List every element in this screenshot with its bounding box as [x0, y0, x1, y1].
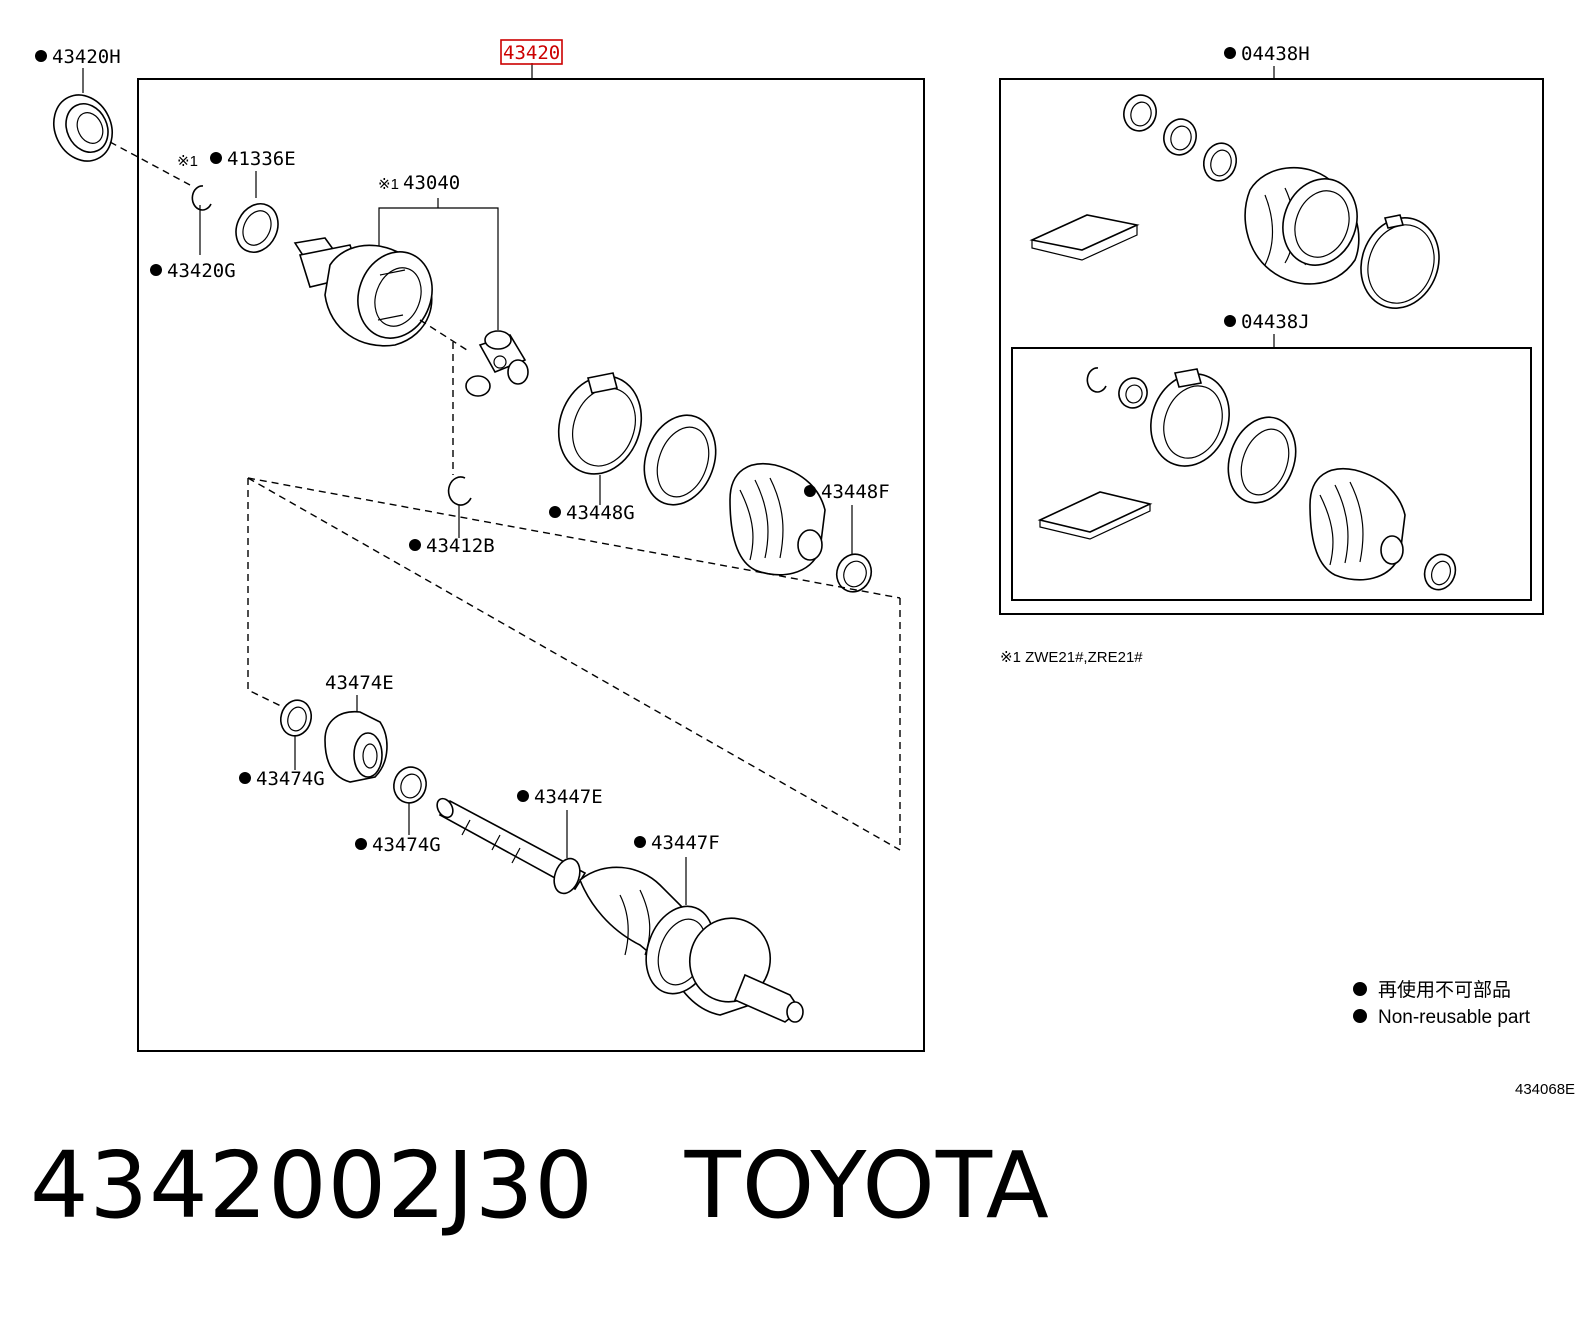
part-number: 4342002J30 — [30, 1132, 594, 1239]
tripod-part — [465, 330, 529, 397]
callout-43447E[interactable]: 43447E — [534, 786, 603, 808]
callout-43448F[interactable]: 43448F — [821, 481, 890, 503]
callout-04438H[interactable]: 04438H — [1241, 43, 1310, 65]
callout-41336E[interactable]: 41336E — [227, 148, 296, 170]
boot-kit-inner-frame — [1011, 347, 1532, 601]
figure-code: 434068E — [1515, 1081, 1575, 1098]
note-43040: ※1 — [378, 176, 399, 193]
boot-kit-parts — [1029, 94, 1440, 309]
snap-ring-43412B-part — [447, 476, 472, 506]
part-caption: 4342002J30 TOYOTA — [30, 1140, 1050, 1232]
callout-43474G-b[interactable]: 43474G — [372, 834, 441, 856]
brand-name: TOYOTA — [684, 1132, 1050, 1239]
inboard-boot-part — [729, 463, 826, 576]
callout-43420G[interactable]: 43420G — [167, 260, 236, 282]
callout-43040[interactable]: 43040 — [403, 172, 460, 194]
main-assembly-highlight — [500, 39, 563, 65]
boot-ring-part — [643, 414, 717, 506]
callout-43447F[interactable]: 43447F — [651, 832, 720, 854]
footnote: ※1 ZWE21#,ZRE21# — [1000, 649, 1143, 666]
main-assembly-frame — [137, 78, 925, 1052]
legend-bullet-cn — [1353, 982, 1367, 996]
boot-kit-inner-parts — [1037, 367, 1457, 591]
callout-43412B[interactable]: 43412B — [426, 535, 495, 557]
callout-43448G[interactable]: 43448G — [566, 502, 635, 524]
damper-clamp-a-part — [279, 699, 313, 737]
callout-43474E[interactable]: 43474E — [325, 672, 394, 694]
boot-clamp-large-part — [557, 372, 643, 475]
damper-clamp-b-part — [393, 766, 427, 804]
dynamic-damper-part — [324, 711, 388, 783]
snap-ring-part — [191, 185, 212, 211]
drive-shaft-part — [436, 797, 804, 1023]
boot-kit-frame — [999, 78, 1544, 615]
joint-housing-part — [293, 237, 433, 347]
callout-43420H[interactable]: 43420H — [52, 46, 121, 68]
legend-bullet-en — [1353, 1009, 1367, 1023]
legend-en: Non-reusable part — [1378, 1007, 1531, 1028]
main-assembly-label[interactable]: 43420 — [503, 42, 560, 64]
note-41336E: ※1 — [177, 153, 198, 170]
legend-cn: 再使用不可部品 — [1378, 979, 1511, 1001]
callout-04438J[interactable]: 04438J — [1241, 311, 1310, 333]
ring-41336E-part — [235, 203, 279, 253]
callout-43474G-a[interactable]: 43474G — [256, 768, 325, 790]
oil-seal-part — [53, 94, 113, 162]
